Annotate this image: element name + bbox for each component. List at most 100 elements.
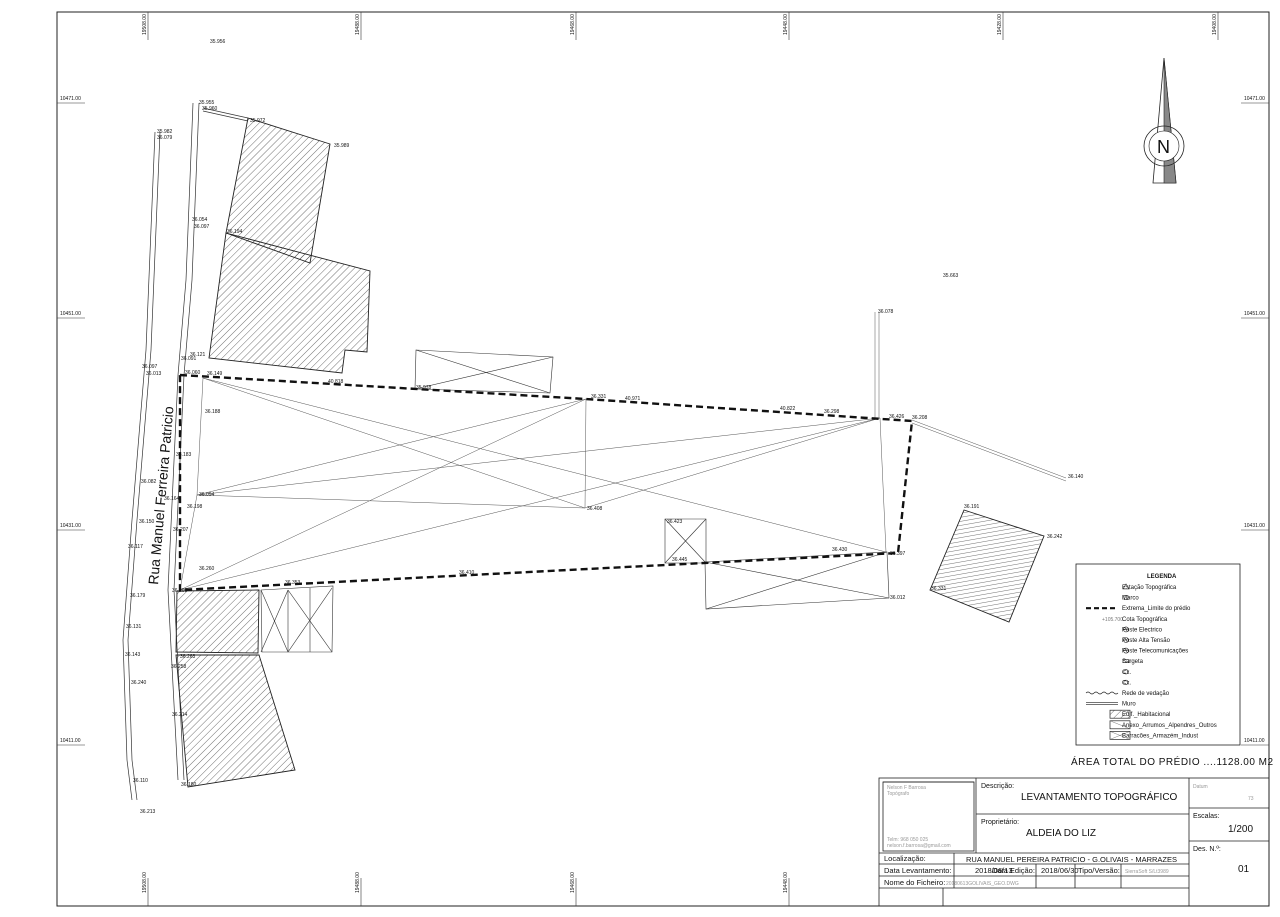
legend-label: Anexo_Arrumos_Alpendres_Outros bbox=[1122, 723, 1217, 729]
elev-point: 36.209 bbox=[172, 588, 188, 594]
elev-point: 36.078 bbox=[878, 309, 894, 315]
legend-label: Barracões_Armazém_Indust bbox=[1122, 733, 1198, 739]
grid-bottom-1: 19508.00 bbox=[142, 872, 148, 893]
localizacao-label: Localização: bbox=[884, 854, 926, 863]
grid-bottom-2: 19488.00 bbox=[355, 872, 361, 893]
elev-point: 36.140 bbox=[1068, 474, 1084, 480]
elev-point: 35.956 bbox=[210, 39, 226, 45]
legend-label: Poste Alta Tensão bbox=[1122, 638, 1171, 644]
elev-point: 36.260 bbox=[199, 566, 215, 572]
survey-lines bbox=[179, 312, 1067, 591]
elev-point: 35.989 bbox=[334, 143, 350, 149]
building-south-2 bbox=[175, 654, 296, 788]
author-name: Nelson F Barrosa bbox=[887, 785, 926, 791]
elev-point: 40.971 bbox=[625, 396, 641, 402]
data-lev-label: Data Levantamento: bbox=[884, 866, 952, 875]
elev-point: 36.331 bbox=[931, 586, 947, 592]
legend-symbol-pole bbox=[1123, 626, 1129, 633]
elev-point: 35.955 bbox=[199, 100, 215, 106]
grid-ticks bbox=[57, 12, 1269, 906]
property-boundary bbox=[178, 373, 914, 592]
legend-symbol-box2 bbox=[1123, 679, 1129, 685]
legend: LEGENDA Estação TopográficaMarcoExtrema_… bbox=[1075, 563, 1241, 746]
localizacao-value: RUA MANUEL PEREIRA PATRICIO - G.OLIVAIS … bbox=[966, 855, 1177, 864]
elev-point: 36.263 bbox=[180, 654, 196, 660]
elev-point: 36.194 bbox=[227, 229, 243, 235]
elev-point: 36.150 bbox=[139, 519, 155, 525]
legend-symbol-triangle bbox=[1122, 583, 1130, 590]
elev-point: 36.091 bbox=[181, 356, 197, 362]
legend-symbol-box bbox=[1123, 669, 1129, 675]
ficheiro-label: Nome do Ficheiro: bbox=[884, 878, 945, 887]
descricao-label: Descrição: bbox=[981, 783, 1014, 790]
elev-point: 36.426 bbox=[889, 414, 905, 420]
elev-point: 36.097 bbox=[142, 364, 158, 370]
elev-point: 36.149 bbox=[207, 371, 223, 377]
legend-label: Cota Topográfica bbox=[1122, 617, 1168, 623]
elev-point: 35.978 bbox=[416, 385, 432, 391]
elev-point: 36.353 bbox=[285, 580, 301, 586]
elev-point: 35.663 bbox=[943, 273, 959, 279]
legend-symbol-marker bbox=[1123, 595, 1129, 600]
grid-right-1: 10471.00 bbox=[1244, 96, 1265, 102]
elev-point: 36.079 bbox=[157, 135, 173, 141]
grid-bottom-3: 19468.00 bbox=[570, 872, 576, 893]
elev-point: 36.117 bbox=[128, 544, 143, 550]
legend-symbol-hatch bbox=[1109, 709, 1131, 719]
elev-point: 36.082 bbox=[141, 479, 157, 485]
elev-point: 36.298 bbox=[824, 409, 840, 415]
elev-point: 36.131 bbox=[126, 624, 142, 630]
legend-title: LEGENDA bbox=[1147, 574, 1177, 580]
elev-point: 36.110 bbox=[133, 778, 148, 784]
grid-left-3: 10431.00 bbox=[60, 523, 81, 529]
elev-point: 36.207 bbox=[173, 527, 189, 533]
elev-point: 36.060 bbox=[185, 370, 201, 376]
legend-elevation-sample: +105.700 bbox=[1102, 617, 1123, 623]
elev-point: 36.258 bbox=[171, 664, 187, 670]
des-value: 01 bbox=[1238, 864, 1250, 875]
legend-label: Estação Topográfica bbox=[1122, 585, 1177, 591]
building-north-2 bbox=[208, 232, 371, 374]
buildings-residential bbox=[175, 117, 1045, 788]
escalas-label: Escalas: bbox=[1193, 813, 1220, 820]
tipo-label: Tipo/Versão: bbox=[1078, 866, 1120, 875]
legend-symbol-cross bbox=[1109, 731, 1131, 740]
escalas-value: 1/200 bbox=[1228, 824, 1253, 835]
elev-point: 36.179 bbox=[130, 593, 146, 599]
grid-right-4: 10411.00 bbox=[1244, 738, 1265, 744]
elev-point: 36.143 bbox=[125, 652, 141, 658]
grid-left-4: 10411.00 bbox=[60, 738, 81, 744]
author-email: nelson.f.barrosa@gmail.com bbox=[887, 843, 951, 849]
datum-label: Datum bbox=[1193, 784, 1208, 790]
grid-left-1: 10471.00 bbox=[60, 96, 81, 102]
proprietario-value: ALDEIA DO LIZ bbox=[1026, 828, 1096, 839]
elev-point: 36.410 bbox=[459, 570, 475, 576]
des-label: Des. N.º: bbox=[1193, 846, 1221, 853]
legend-label: Cx. bbox=[1122, 680, 1131, 686]
elev-point: 36.012 bbox=[890, 595, 906, 601]
legend-symbol-gutter bbox=[1122, 659, 1130, 664]
elev-point: 36.331 bbox=[591, 394, 607, 400]
building-east bbox=[929, 509, 1045, 623]
legend-symbol-annex bbox=[1109, 720, 1131, 730]
author-role: Topógrafo bbox=[887, 791, 909, 797]
grid-top-2: 19488.00 bbox=[355, 14, 361, 35]
grid-bottom-4: 19448.00 bbox=[783, 872, 789, 893]
building-south-1 bbox=[175, 589, 260, 654]
elev-point: 36.121 bbox=[190, 352, 206, 358]
drawing-frame bbox=[56, 11, 1270, 907]
elev-point: 36.164 bbox=[164, 496, 180, 502]
grid-top-1: 19508.00 bbox=[142, 14, 148, 35]
datum-value: 73 bbox=[1248, 796, 1254, 802]
north-arrow: N bbox=[1143, 57, 1185, 184]
road-edges bbox=[122, 102, 249, 801]
ficheiro-value: 20180613GOLIVAIS_GEO.DWG bbox=[946, 881, 1019, 887]
grid-right-2: 10451.00 bbox=[1244, 311, 1265, 317]
elev-point: 36.188 bbox=[205, 409, 221, 415]
elev-point: 36.191 bbox=[964, 504, 980, 510]
elevation-points: 35.956 35.955 35.960 35.972 35.989 35.98… bbox=[125, 39, 1084, 815]
elev-point: 36.214 bbox=[172, 712, 188, 718]
elev-point: 36.242 bbox=[1047, 534, 1063, 540]
grid-top-6: 19408.00 bbox=[1212, 14, 1218, 35]
